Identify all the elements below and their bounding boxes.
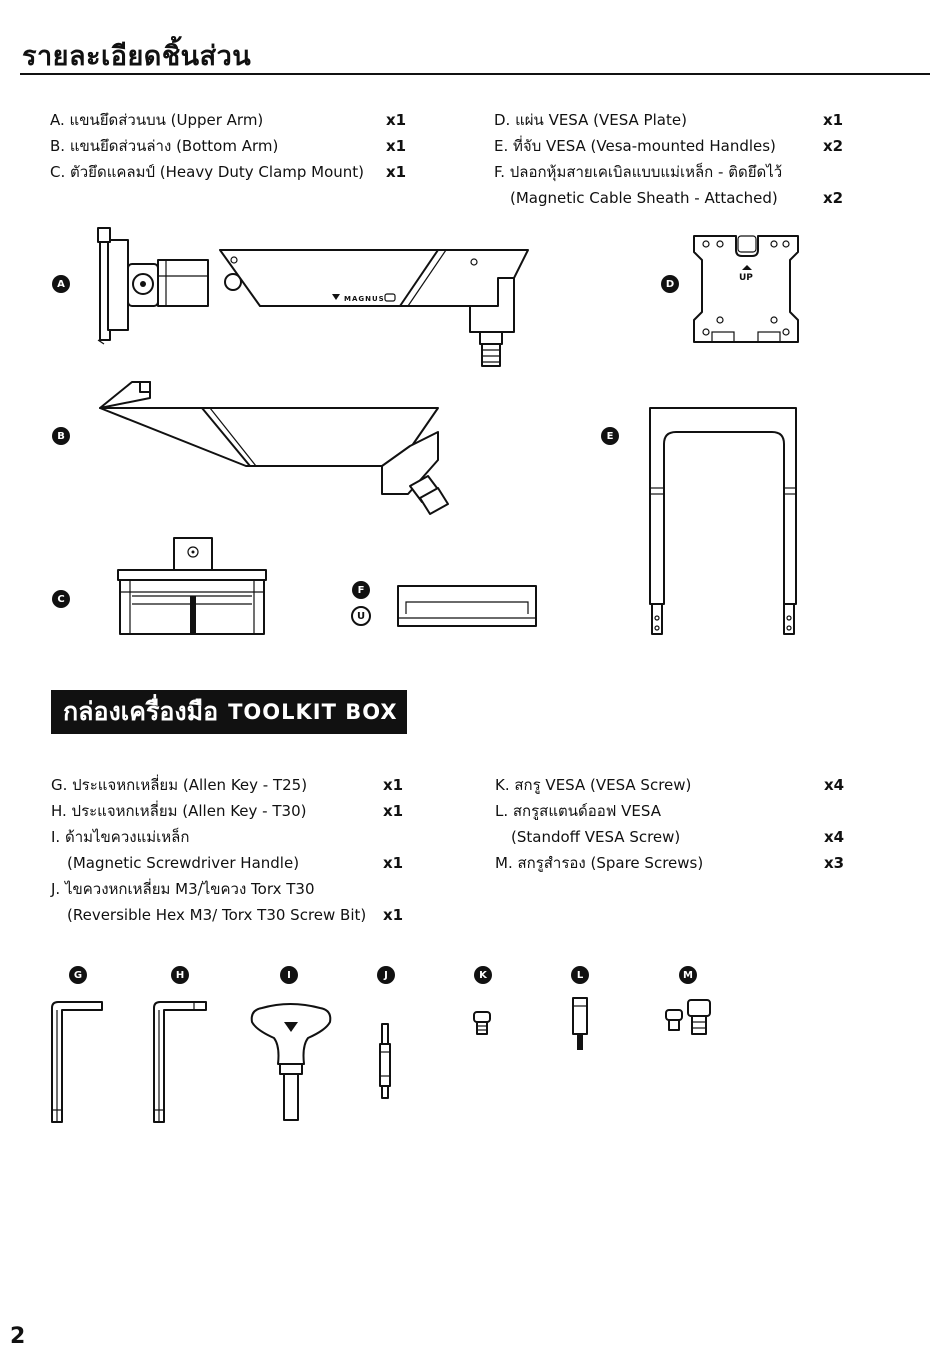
part-f-label-en: (Magnetic Cable Sheath - Attached): [510, 189, 778, 207]
badge-i: I: [280, 966, 298, 984]
tool-i-qty: x1: [383, 854, 404, 872]
part-f-qty: x2: [823, 189, 844, 207]
tool-h-label: H. ประแจหกเหลี่ยม (Allen Key - T30): [51, 802, 307, 820]
badge-d: D: [661, 275, 679, 293]
badge-a: A: [52, 275, 70, 293]
cable-sheath-illustration: [397, 585, 537, 627]
part-c-qty: x1: [386, 163, 407, 181]
standoff-screw-illustration: [572, 997, 588, 1050]
badge-m: M: [679, 966, 697, 984]
screw-bit-illustration: [379, 1023, 391, 1099]
magnet-icon: U: [351, 606, 371, 626]
badge-l: L: [571, 966, 589, 984]
part-a-label: A. แขนยึดส่วนบน (Upper Arm): [50, 111, 264, 129]
part-c-label: C. ตัวยึดแคลมป์ (Heavy Duty Clamp Mount): [50, 163, 365, 181]
arm-brand-text: MAGNUS: [344, 295, 385, 303]
tool-g-label: G. ประแจหกเหลี่ยม (Allen Key - T25): [51, 776, 308, 794]
part-e-label: E. ที่จับ VESA (Vesa-mounted Handles): [494, 137, 776, 155]
toolkit-heading: กล่องเครื่องมือ TOOLKIT BOX: [51, 690, 407, 734]
bottom-arm-illustration: [99, 381, 449, 515]
badge-g: G: [69, 966, 87, 984]
screwdriver-handle-illustration: [250, 1003, 332, 1121]
tool-g-qty: x1: [383, 776, 404, 794]
page-title: รายละเอียดชิ้นส่วน: [22, 41, 252, 72]
badge-j: J: [377, 966, 395, 984]
vesa-screw-illustration: [473, 1011, 491, 1035]
part-d-label: D. แผ่น VESA (VESA Plate): [494, 111, 687, 129]
clamp-mount-illustration: [117, 537, 267, 635]
badge-c: C: [52, 590, 70, 608]
upper-arm-illustration: MAGNUS: [97, 227, 529, 367]
tool-h-qty: x1: [383, 802, 404, 820]
badge-f: F: [352, 581, 370, 599]
vesa-plate-illustration: UP: [693, 235, 799, 343]
badge-e: E: [601, 427, 619, 445]
part-f-label: F. ปลอกหุ้มสายเคเบิลแบบแม่เหล็ก - ติดยึด…: [494, 163, 783, 181]
spare-screws-illustration: [665, 999, 711, 1035]
vesa-up-mark: UP: [739, 273, 753, 283]
page-number: 2: [10, 1324, 26, 1349]
tool-j-label: J. ไขควงหกเหลี่ยม M3/ไขควง Torx T30: [51, 880, 315, 898]
tool-l-qty: x4: [824, 828, 845, 846]
allen-key-t30-illustration: [153, 1001, 207, 1123]
part-a-qty: x1: [386, 111, 407, 129]
badge-h: H: [171, 966, 189, 984]
part-e-qty: x2: [823, 137, 844, 155]
tool-j-qty: x1: [383, 906, 404, 924]
tool-m-qty: x3: [824, 854, 845, 872]
badge-b: B: [52, 427, 70, 445]
tool-j-label-en: (Reversible Hex M3/ Torx T30 Screw Bit): [67, 906, 367, 924]
part-b-qty: x1: [386, 137, 407, 155]
vesa-handles-illustration: [649, 407, 797, 635]
badge-k: K: [474, 966, 492, 984]
toolkit-heading-th: กล่องเครื่องมือ: [63, 697, 219, 726]
part-b-label: B. แขนยึดส่วนล่าง (Bottom Arm): [50, 137, 279, 155]
tool-i-label-en: (Magnetic Screwdriver Handle): [67, 854, 300, 872]
tool-i-label: I. ด้ามไขควงแม่เหล็ก: [51, 828, 190, 846]
tool-l-label: L. สกรูสแตนด์ออฟ VESA: [495, 802, 661, 820]
title-divider: [20, 73, 930, 75]
allen-key-t25-illustration: [51, 1001, 103, 1123]
tool-m-label: M. สกรูสำรอง (Spare Screws): [495, 854, 704, 872]
part-d-qty: x1: [823, 111, 844, 129]
tool-k-label: K. สกรู VESA (VESA Screw): [495, 776, 692, 794]
toolkit-heading-en: TOOLKIT BOX: [228, 700, 398, 724]
tool-k-qty: x4: [824, 776, 845, 794]
tool-l-label-en: (Standoff VESA Screw): [511, 828, 681, 846]
